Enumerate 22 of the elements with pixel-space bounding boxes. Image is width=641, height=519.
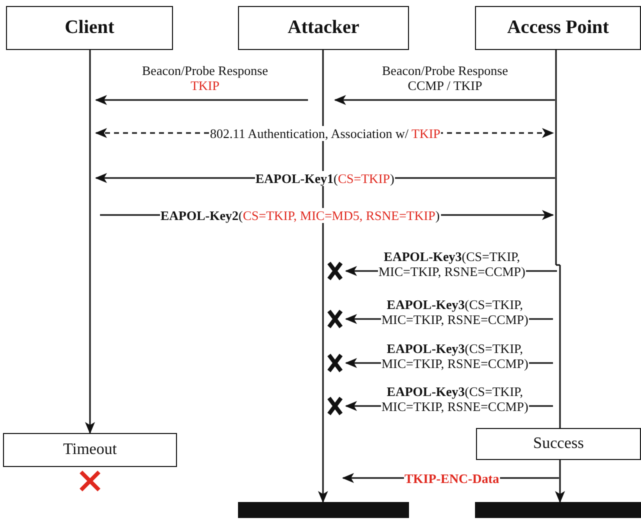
end-bar	[475, 502, 641, 518]
lifeline-arrow	[555, 460, 565, 503]
edge-label: EAPOL-Key2(CS=TKIP, MIC=MD5, RSNE=TKIP)	[160, 208, 441, 222]
cross-icon	[327, 309, 343, 329]
end-bar	[238, 502, 409, 518]
lifeline-arrow	[318, 50, 328, 503]
edge-label: 802.11 Authentication, Association w/ TKIP	[209, 126, 442, 140]
edge-label: Beacon/Probe Response TKIP	[142, 63, 268, 93]
edge-label: EAPOL-Key1(CS=TKIP)	[254, 170, 396, 186]
cross-icon	[327, 353, 343, 373]
cross-icon	[327, 396, 343, 416]
state-box: Success	[476, 428, 641, 460]
message-arrow	[334, 95, 555, 105]
message-arrow	[95, 95, 308, 105]
lifeline-segment	[559, 415, 561, 428]
state-box: Timeout	[3, 433, 177, 467]
participant-header: Attacker	[238, 6, 409, 50]
participant-header: Client	[6, 6, 173, 50]
lifeline-arrow	[85, 400, 95, 434]
edge-label: Beacon/Probe Response CCMP / TKIP	[382, 63, 508, 93]
cross-icon	[327, 261, 343, 281]
participant-header: Access Point	[475, 6, 641, 50]
